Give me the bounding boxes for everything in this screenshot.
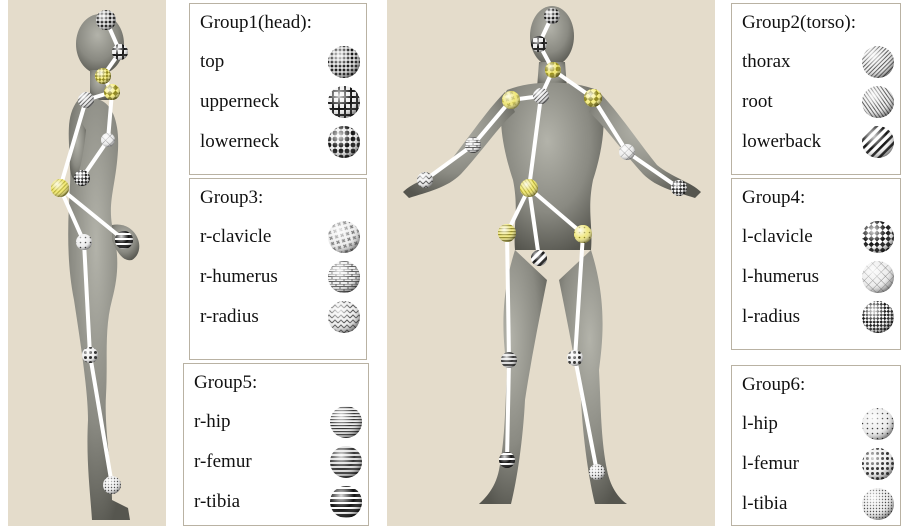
legend-row-r-femur: r-femur xyxy=(194,444,366,480)
legend-label: r-tibia xyxy=(194,491,240,513)
legend-group1: Group1(head): top upperneck lowerneck xyxy=(189,3,367,175)
legend-label: r-radius xyxy=(200,306,259,328)
joint-swatch-icon xyxy=(860,406,896,442)
legend-group4: Group4: l-clavicle l-humerus l-radius xyxy=(731,178,901,350)
legend-label: lowerback xyxy=(742,131,821,153)
legend-row-l-hip: l-hip xyxy=(742,406,898,442)
legend-group2: Group2(torso): thorax root lowerback xyxy=(731,3,901,175)
joint-swatch-icon xyxy=(328,404,364,440)
legend-row-r-tibia: r-tibia xyxy=(194,484,366,520)
legend-label: l-clavicle xyxy=(742,226,813,248)
legend-row-top: top xyxy=(200,44,364,80)
legend-row-root: root xyxy=(742,84,898,120)
joint-swatch-icon xyxy=(860,219,896,255)
legend-row-upperneck: upperneck xyxy=(200,84,364,120)
legend-label: l-tibia xyxy=(742,493,787,515)
front-view-figure xyxy=(387,0,715,526)
joint-swatch-icon xyxy=(326,44,362,80)
legend-row-l-humerus: l-humerus xyxy=(742,259,898,295)
joint-swatch-icon xyxy=(860,259,896,295)
legend-title-g1: Group1(head): xyxy=(200,12,312,34)
legend-label: r-clavicle xyxy=(200,226,271,248)
joint-swatch-icon xyxy=(328,484,364,520)
legend-row-thorax: thorax xyxy=(742,44,898,80)
legend-title-g2: Group2(torso): xyxy=(742,12,856,34)
legend-label: l-humerus xyxy=(742,266,819,288)
joint-swatch-icon xyxy=(326,299,362,335)
joint-swatch-icon xyxy=(860,446,896,482)
joint-swatch-icon xyxy=(328,444,364,480)
legend-title-g3: Group3: xyxy=(200,187,263,209)
legend-label: upperneck xyxy=(200,91,279,113)
joint-swatch-icon xyxy=(326,84,362,120)
joint-swatch-icon xyxy=(326,259,362,295)
legend-title-g5: Group5: xyxy=(194,372,257,394)
legend-label: l-radius xyxy=(742,306,800,328)
legend-label: r-hip xyxy=(194,411,231,433)
legend-row-lowerback: lowerback xyxy=(742,124,898,160)
legend-label: r-humerus xyxy=(200,266,278,288)
legend-row-l-tibia: l-tibia xyxy=(742,486,898,522)
legend-title-g6: Group6: xyxy=(742,374,805,396)
joint-swatch-icon xyxy=(860,84,896,120)
side-view-figure xyxy=(8,0,166,526)
joint-swatch-icon xyxy=(326,124,362,160)
joint-swatch-icon xyxy=(860,299,896,335)
legend-row-lowerneck: lowerneck xyxy=(200,124,364,160)
legend-label: lowerneck xyxy=(200,131,279,153)
legend-label: l-hip xyxy=(742,413,778,435)
legend-label: top xyxy=(200,51,224,73)
legend-label: thorax xyxy=(742,51,791,73)
legend-row-l-radius: l-radius xyxy=(742,299,898,335)
joint-swatch-icon xyxy=(860,486,896,522)
legend-title-g4: Group4: xyxy=(742,187,805,209)
legend-group5: Group5: r-hip r-femur r-tibia xyxy=(183,363,369,526)
front-body-silhouette xyxy=(403,6,701,504)
joint-swatch-icon xyxy=(860,44,896,80)
legend-row-l-femur: l-femur xyxy=(742,446,898,482)
joint-swatch-icon xyxy=(326,219,362,255)
legend-label: l-femur xyxy=(742,453,799,475)
legend-group3: Group3: r-clavicle r-humerus r-radius xyxy=(189,178,367,360)
legend-row-r-hip: r-hip xyxy=(194,404,366,440)
legend-row-r-humerus: r-humerus xyxy=(200,259,364,295)
legend-row-r-clavicle: r-clavicle xyxy=(200,219,364,255)
joint-swatch-icon xyxy=(860,124,896,160)
legend-label: r-femur xyxy=(194,451,252,473)
legend-row-r-radius: r-radius xyxy=(200,299,364,335)
legend-row-l-clavicle: l-clavicle xyxy=(742,219,898,255)
legend-label: root xyxy=(742,91,773,113)
legend-group6: Group6: l-hip l-femur l-tibia xyxy=(731,365,901,526)
